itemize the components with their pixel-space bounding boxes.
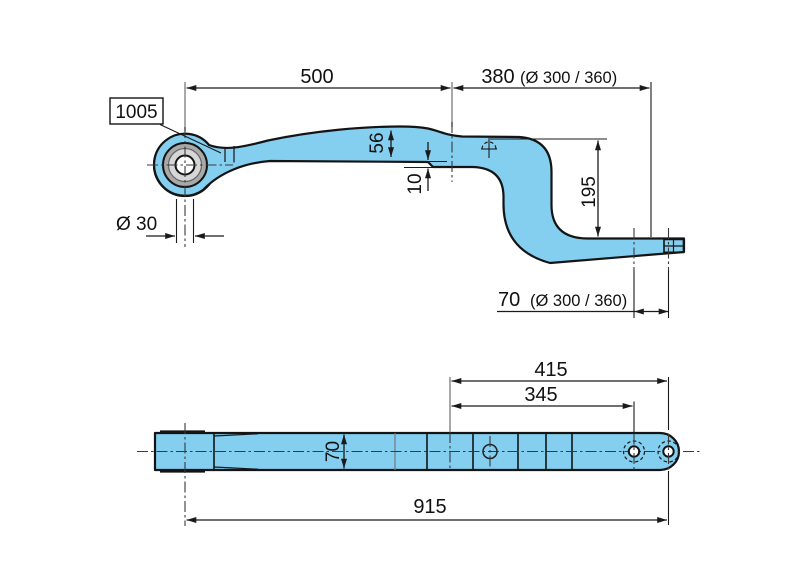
center-bolt-arc — [481, 141, 497, 150]
spring-leaf-profile — [152, 125, 686, 265]
side-profile-view: 500 380 (Ø 300 / 360) — [109, 66, 686, 318]
dim-label-415: 415 — [534, 359, 567, 381]
dim-label-eye-bore: Ø 30 — [116, 214, 157, 235]
tip-hole-far — [657, 433, 680, 470]
dim-label-345: 345 — [524, 384, 557, 406]
dim-label-915: 915 — [413, 496, 446, 518]
dim-label-70-width: 70 — [323, 441, 344, 462]
ref-label: 1005 — [115, 102, 157, 123]
leaf-taper-lines — [224, 146, 235, 163]
tip-end-block — [663, 238, 685, 254]
dim-label-380: 380 — [481, 66, 514, 88]
tip-hole-near — [622, 433, 646, 470]
plan-view: 415 345 70 915 — [137, 359, 701, 526]
dim-label-10: 10 — [405, 173, 426, 194]
ref-leader-line — [159, 124, 222, 154]
dim-label-70-offset: 70 — [498, 289, 520, 311]
dim-label-195: 195 — [579, 176, 600, 208]
taper-edge-bottom — [213, 466, 259, 470]
dim-label-500: 500 — [300, 66, 333, 88]
dim-note-380: (Ø 300 / 360) — [520, 69, 617, 87]
dim-note-70-offset: (Ø 300 / 360) — [530, 292, 627, 310]
ref-box — [109, 97, 164, 125]
tip-end-block-lines — [664, 239, 684, 253]
center-bolt-mark — [481, 140, 497, 158]
dim-label-56: 56 — [367, 132, 388, 153]
taper-edge-top — [213, 433, 259, 437]
